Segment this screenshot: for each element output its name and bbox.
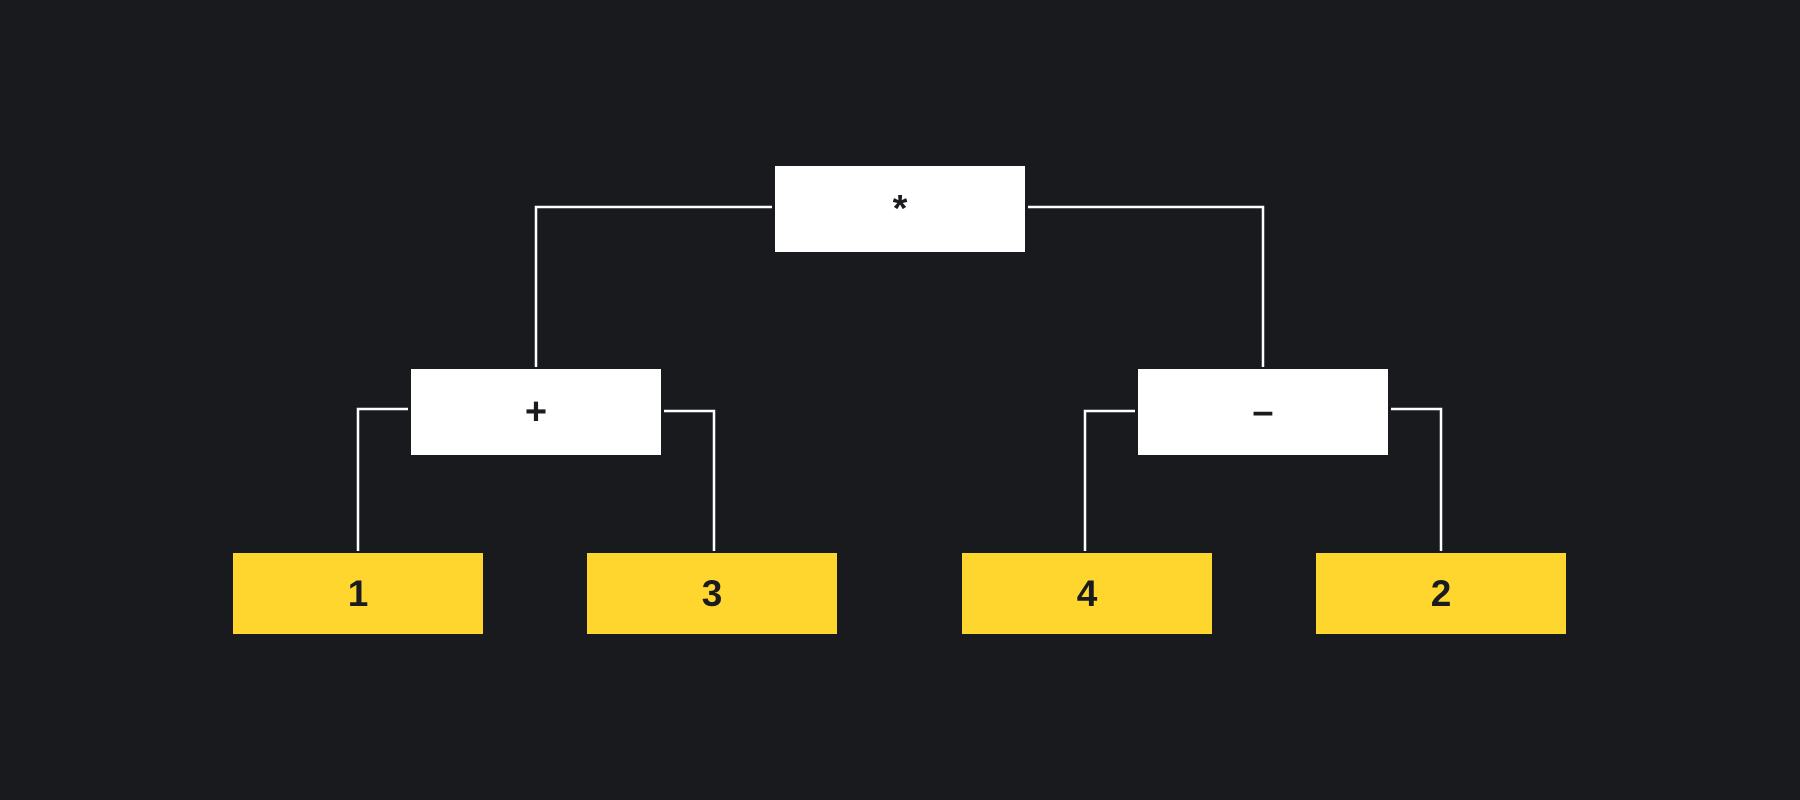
plus-operator-node: +: [411, 369, 661, 455]
leaf-value-3: 3: [701, 572, 723, 614]
leaf-value-4: 4: [1076, 572, 1098, 614]
leaf-value-2: 2: [1430, 572, 1452, 614]
leaf-node-1: 1: [233, 553, 483, 634]
edge-plus-to-3: [664, 409, 716, 551]
edge-root-to-minus: [1028, 205, 1265, 367]
plus-operator-label: +: [524, 390, 548, 433]
edge-minus-to-2: [1391, 407, 1443, 551]
minus-operator-node: –: [1138, 369, 1388, 455]
minus-operator-label: –: [1252, 390, 1274, 433]
leaf-value-1: 1: [347, 572, 369, 614]
leaf-node-4: 4: [962, 553, 1212, 634]
edge-root-to-plus: [534, 205, 772, 367]
edge-minus-to-4: [1083, 409, 1135, 551]
leaf-node-2: 2: [1316, 553, 1566, 634]
leaf-node-3: 3: [587, 553, 837, 634]
root-operator-label: *: [892, 187, 908, 230]
edge-plus-to-1: [356, 407, 408, 551]
root-operator-node: *: [775, 166, 1025, 252]
